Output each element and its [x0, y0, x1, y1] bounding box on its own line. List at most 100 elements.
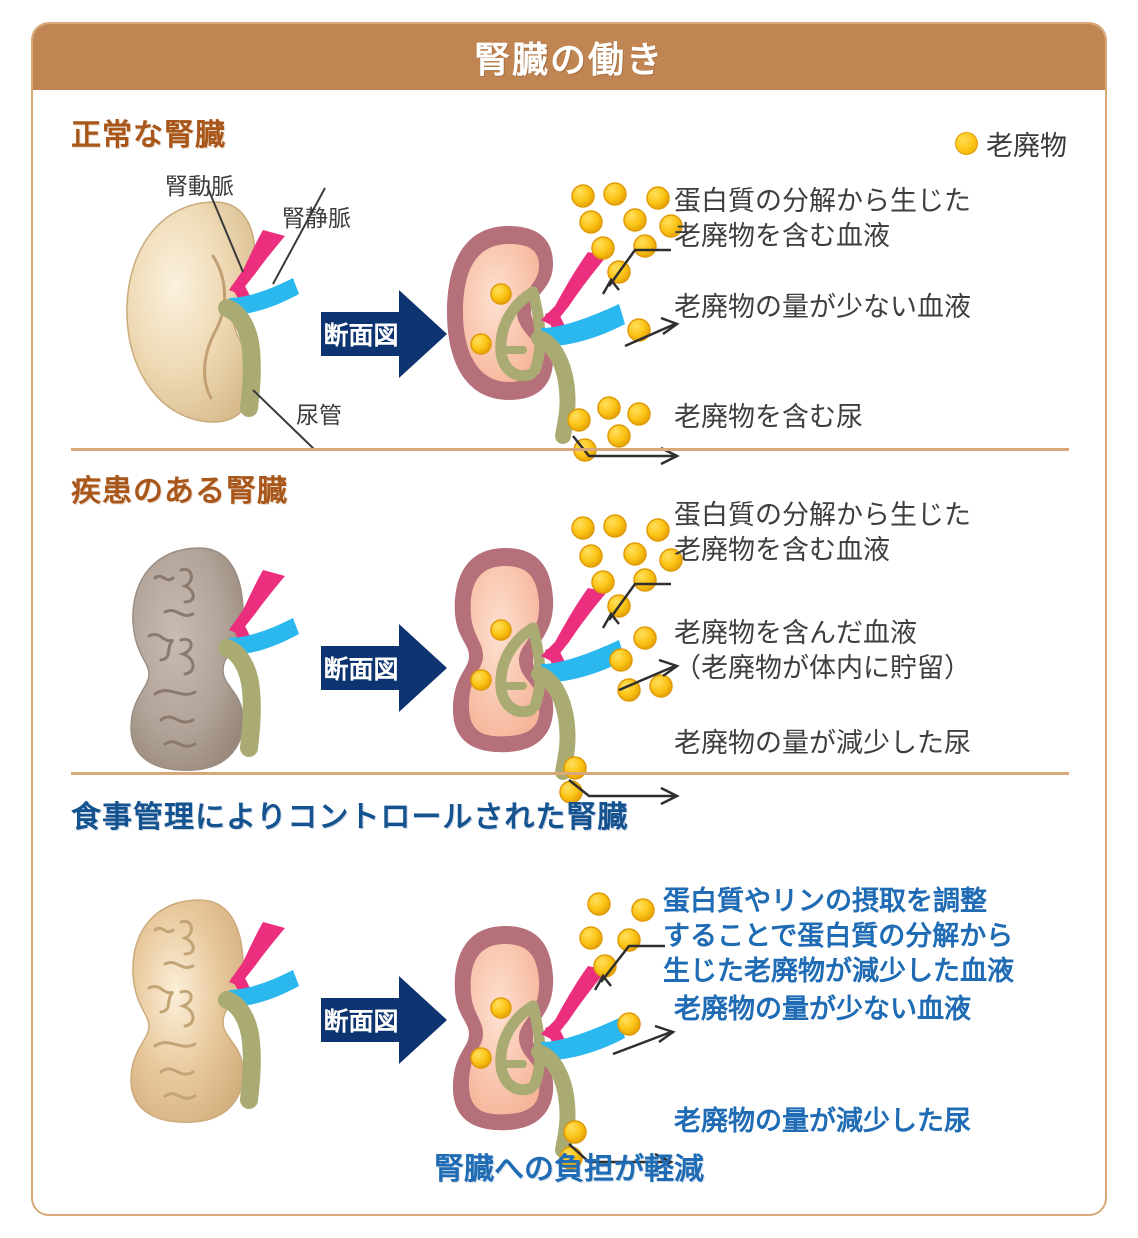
cross-section-arrow-normal: 断面図	[321, 290, 447, 378]
ureter-shape	[218, 639, 261, 757]
renal-pelvis	[495, 622, 539, 718]
leader-ureter	[252, 389, 316, 451]
leader-vein	[272, 187, 326, 285]
annotation-normal-3: 老廃物を含む尿	[674, 402, 863, 432]
scar-marks	[147, 919, 197, 1100]
renal-artery-shape	[229, 570, 285, 634]
renal-artery-branch	[231, 282, 251, 300]
annotation-diseased-3: 老廃物の量が減少した尿	[674, 728, 971, 758]
leader-arrowhead	[660, 316, 680, 336]
renal-pelvis	[495, 286, 539, 382]
whole-kidney-controlled	[130, 899, 299, 1123]
waste-dot	[470, 333, 492, 355]
waste-cluster-inflow	[579, 892, 655, 978]
waste-cluster-outflow	[609, 626, 673, 702]
label-renal-artery: 腎動脈	[165, 173, 234, 199]
waste-dot	[470, 1047, 492, 1069]
vein	[541, 304, 625, 347]
renal-artery-shape	[229, 230, 285, 294]
renal-vein-shape	[229, 618, 299, 655]
renal-artery-shape	[229, 922, 285, 986]
section-divider-2	[71, 772, 1069, 775]
leader-arrowhead	[601, 611, 620, 629]
arrow-shape	[321, 624, 447, 712]
waste-dot-outflow	[617, 1012, 641, 1036]
waste-dot	[490, 619, 512, 641]
leader-line	[568, 779, 675, 798]
artery	[541, 588, 607, 662]
artery-branch	[545, 1024, 565, 1044]
scar-marks	[147, 567, 197, 748]
annotation-controlled-1: 蛋白質やリンの摂取を調整することで蛋白質の分解から生じた老廃物が減少した血液	[663, 886, 1014, 987]
leader-artery	[206, 185, 244, 273]
whole-kidney-diseased	[130, 547, 299, 771]
waste-dot	[490, 997, 512, 1019]
arrow-shape	[321, 976, 447, 1064]
kidney-inner-line	[203, 254, 226, 400]
annotation-controlled-3: 老廃物の量が減少した尿	[674, 1106, 971, 1136]
cross-section-normal	[447, 182, 683, 466]
renal-vein-shape	[229, 970, 299, 1007]
leader-arrowhead	[593, 973, 612, 991]
leader-arrowhead	[658, 658, 680, 678]
waste-cluster-urine	[567, 396, 651, 462]
ureter-shape	[218, 991, 261, 1109]
leader-arrowhead	[660, 786, 680, 806]
leader-line	[624, 322, 676, 348]
waste-dot	[490, 283, 512, 305]
renal-artery-branch	[231, 622, 251, 640]
ureter	[531, 666, 576, 780]
arrow-shape	[321, 290, 447, 378]
ureter	[531, 330, 576, 444]
leader-arrowhead	[601, 277, 620, 295]
section-heading-diseased: 疾患のある腎臓	[71, 475, 288, 508]
legend-label: 老廃物	[986, 131, 1067, 161]
page-title: 腎臓の働き	[473, 39, 664, 80]
leader-line	[572, 435, 675, 458]
leader-arrowhead	[654, 1152, 674, 1172]
annotation-normal-2: 老廃物の量が少ない血液	[674, 292, 971, 322]
cross-section-arrow-controlled: 断面図	[321, 976, 447, 1064]
artery-branch	[545, 310, 565, 330]
waste-dot	[470, 669, 492, 691]
artery-branch	[545, 646, 565, 666]
waste-dot-icon	[955, 132, 978, 155]
diagram-card: 腎臓の働き 老廃物 正常な腎臓 腎動脈 腎静脈 尿管	[31, 22, 1107, 1216]
renal-vein-shape	[229, 278, 299, 315]
kidney-body	[130, 547, 244, 771]
title-bar: 腎臓の働き	[33, 24, 1105, 90]
leader-line	[612, 1030, 672, 1056]
leader-line	[600, 944, 665, 983]
artery	[541, 252, 607, 326]
section-heading-normal: 正常な腎臓	[71, 119, 226, 152]
leader-line	[607, 248, 671, 287]
label-ureter: 尿管	[296, 402, 342, 428]
leader-line	[568, 1143, 669, 1164]
cross-section-diseased	[453, 514, 683, 806]
section-heading-controlled: 食事管理によりコントロールされた腎臓	[71, 801, 629, 834]
annotation-diseased-1: 蛋白質の分解から生じた老廃物を含む血液	[674, 500, 971, 566]
ureter-shape	[218, 299, 261, 417]
annotation-diseased-2: 老廃物を含んだ血液（老廃物が体内に貯留）	[674, 618, 971, 684]
renal-pelvis	[495, 1000, 539, 1096]
kidney-body	[130, 899, 244, 1123]
cross-section-arrow-diseased: 断面図	[321, 624, 447, 712]
section-divider-1	[71, 448, 1069, 451]
leader-arrowhead	[654, 1024, 676, 1044]
vein	[541, 1018, 625, 1061]
arrow-label: 断面図	[323, 321, 398, 350]
annotation-controlled-2: 老廃物の量が少ない血液	[674, 994, 971, 1024]
vein	[541, 640, 625, 683]
legend: 老廃物	[955, 124, 1067, 163]
waste-cluster-inflow	[571, 514, 683, 618]
leader-line	[618, 664, 676, 692]
label-renal-vein: 腎静脈	[282, 205, 351, 231]
cross-section-controlled	[453, 892, 676, 1172]
footer-note: 腎臓への負担が軽減	[434, 1153, 704, 1186]
arrow-label: 断面図	[323, 655, 398, 684]
annotation-normal-1: 蛋白質の分解から生じた老廃物を含む血液	[674, 186, 971, 252]
whole-kidney-normal	[126, 185, 326, 451]
artery	[541, 966, 607, 1040]
leader-line	[607, 582, 671, 621]
